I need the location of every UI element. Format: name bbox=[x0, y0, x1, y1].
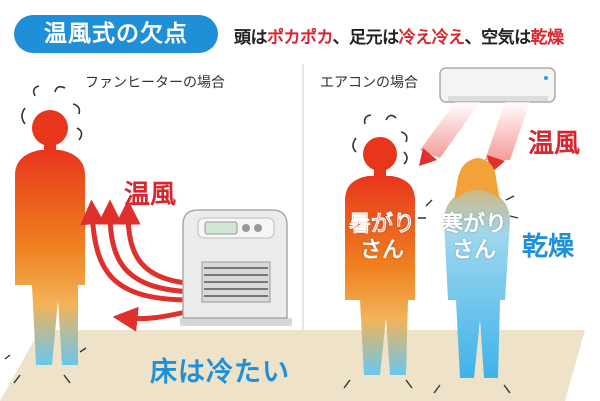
fan-heater-warm-air-label: 温風 bbox=[124, 180, 177, 210]
headline-part-5: 、空気は bbox=[464, 28, 532, 48]
headline-part-4: 冷え冷え bbox=[398, 28, 466, 48]
headline-part-3: 、足元は bbox=[332, 28, 400, 48]
hot-person-label-line-1: 暑がり bbox=[348, 212, 416, 238]
headline-part-6: 乾燥 bbox=[530, 28, 565, 48]
dry-air-label: 乾燥 bbox=[522, 232, 575, 262]
floor bbox=[0, 330, 585, 401]
hot-person-label-line-2: さん bbox=[359, 238, 404, 263]
fan-heater-label: ファンヒーターの場合 bbox=[85, 75, 225, 91]
cold-person-label-line-1: 寒がり bbox=[440, 212, 507, 237]
air-conditioner bbox=[439, 67, 556, 103]
fan-heater-airflow bbox=[80, 199, 203, 332]
left-person bbox=[4, 85, 87, 384]
headline-part-1: 頭は bbox=[234, 28, 268, 48]
headline-part-2: ポカポカ bbox=[267, 28, 333, 48]
fan-heater bbox=[180, 209, 292, 326]
title-badge: 温風式の欠点 bbox=[14, 15, 218, 53]
hot-person-label: 暑がり さん bbox=[336, 212, 428, 264]
cold-person-label: 寒がり さん bbox=[428, 212, 520, 264]
headline: 頭はポカポカ、足元は冷え冷え、空気は乾燥 bbox=[234, 23, 564, 48]
floor-label: 床は冷たい bbox=[150, 357, 290, 388]
air-conditioner-label: エアコンの場合 bbox=[320, 75, 418, 91]
hot-person bbox=[343, 114, 415, 389]
ac-warm-air-label: 温風 bbox=[528, 129, 581, 159]
cold-person bbox=[418, 158, 519, 394]
cold-person-label-line-2: さん bbox=[451, 238, 496, 263]
